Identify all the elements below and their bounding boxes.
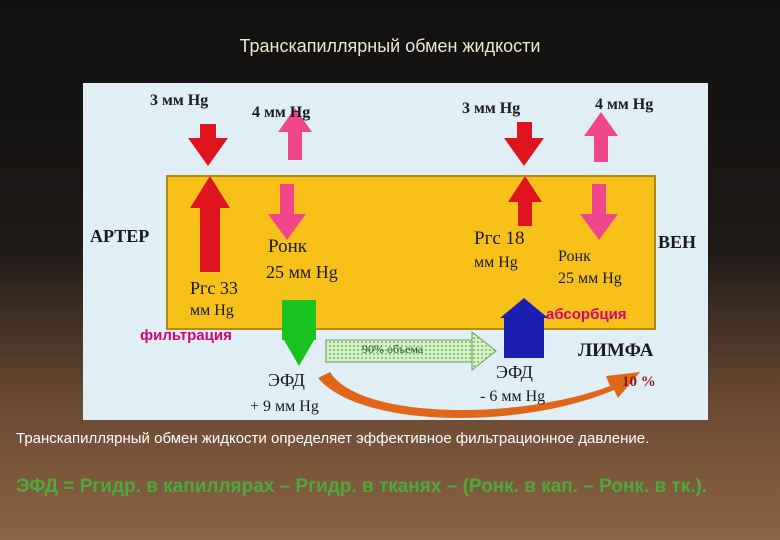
rgs-right-value: мм Hg xyxy=(474,254,518,271)
caption-text: Транскапиллярный обмен жидкости определя… xyxy=(16,430,650,447)
rgs-left-value: мм Hg xyxy=(190,302,234,319)
lymph-label: ЛИМФА xyxy=(578,340,654,361)
absorption-label: абсорбция xyxy=(546,306,627,323)
rgs-right-label: Ргс 18 xyxy=(474,228,525,249)
efd-right-label: ЭФД xyxy=(496,362,533,382)
ronk-right-value: 25 мм Hg xyxy=(558,270,622,287)
pressure-label-left-1: 3 мм Hg xyxy=(150,92,209,109)
lymph-percent: 10 % xyxy=(622,374,656,390)
pressure-label-left-2: 4 мм Hg xyxy=(252,104,311,121)
volume-label: 90% объема xyxy=(362,342,424,356)
filtration-label: фильтрация xyxy=(140,327,232,344)
efd-left-label: ЭФД xyxy=(268,370,305,390)
rgs-left-label: Ргс 33 xyxy=(190,278,238,298)
ven-label: ВЕН xyxy=(658,232,697,252)
arter-label: АРТЕР xyxy=(90,226,150,246)
slide-title: Транскапиллярный обмен жидкости xyxy=(239,36,541,56)
efd-left-value: + 9 мм Hg xyxy=(250,398,319,415)
pressure-label-right-1: 3 мм Hg xyxy=(462,100,521,117)
ronk-left-value: 25 мм Hg xyxy=(266,262,338,282)
ronk-left-label: Ронк xyxy=(268,236,307,257)
formula-text: ЭФД = Ргидр. в капиллярах – Ргидр. в тка… xyxy=(16,476,708,497)
capillary-vessel xyxy=(166,175,656,330)
pressure-label-right-2: 4 мм Hg xyxy=(595,96,654,113)
ronk-right-label: Ронк xyxy=(558,248,591,265)
efd-right-value: - 6 мм Hg xyxy=(480,388,546,405)
